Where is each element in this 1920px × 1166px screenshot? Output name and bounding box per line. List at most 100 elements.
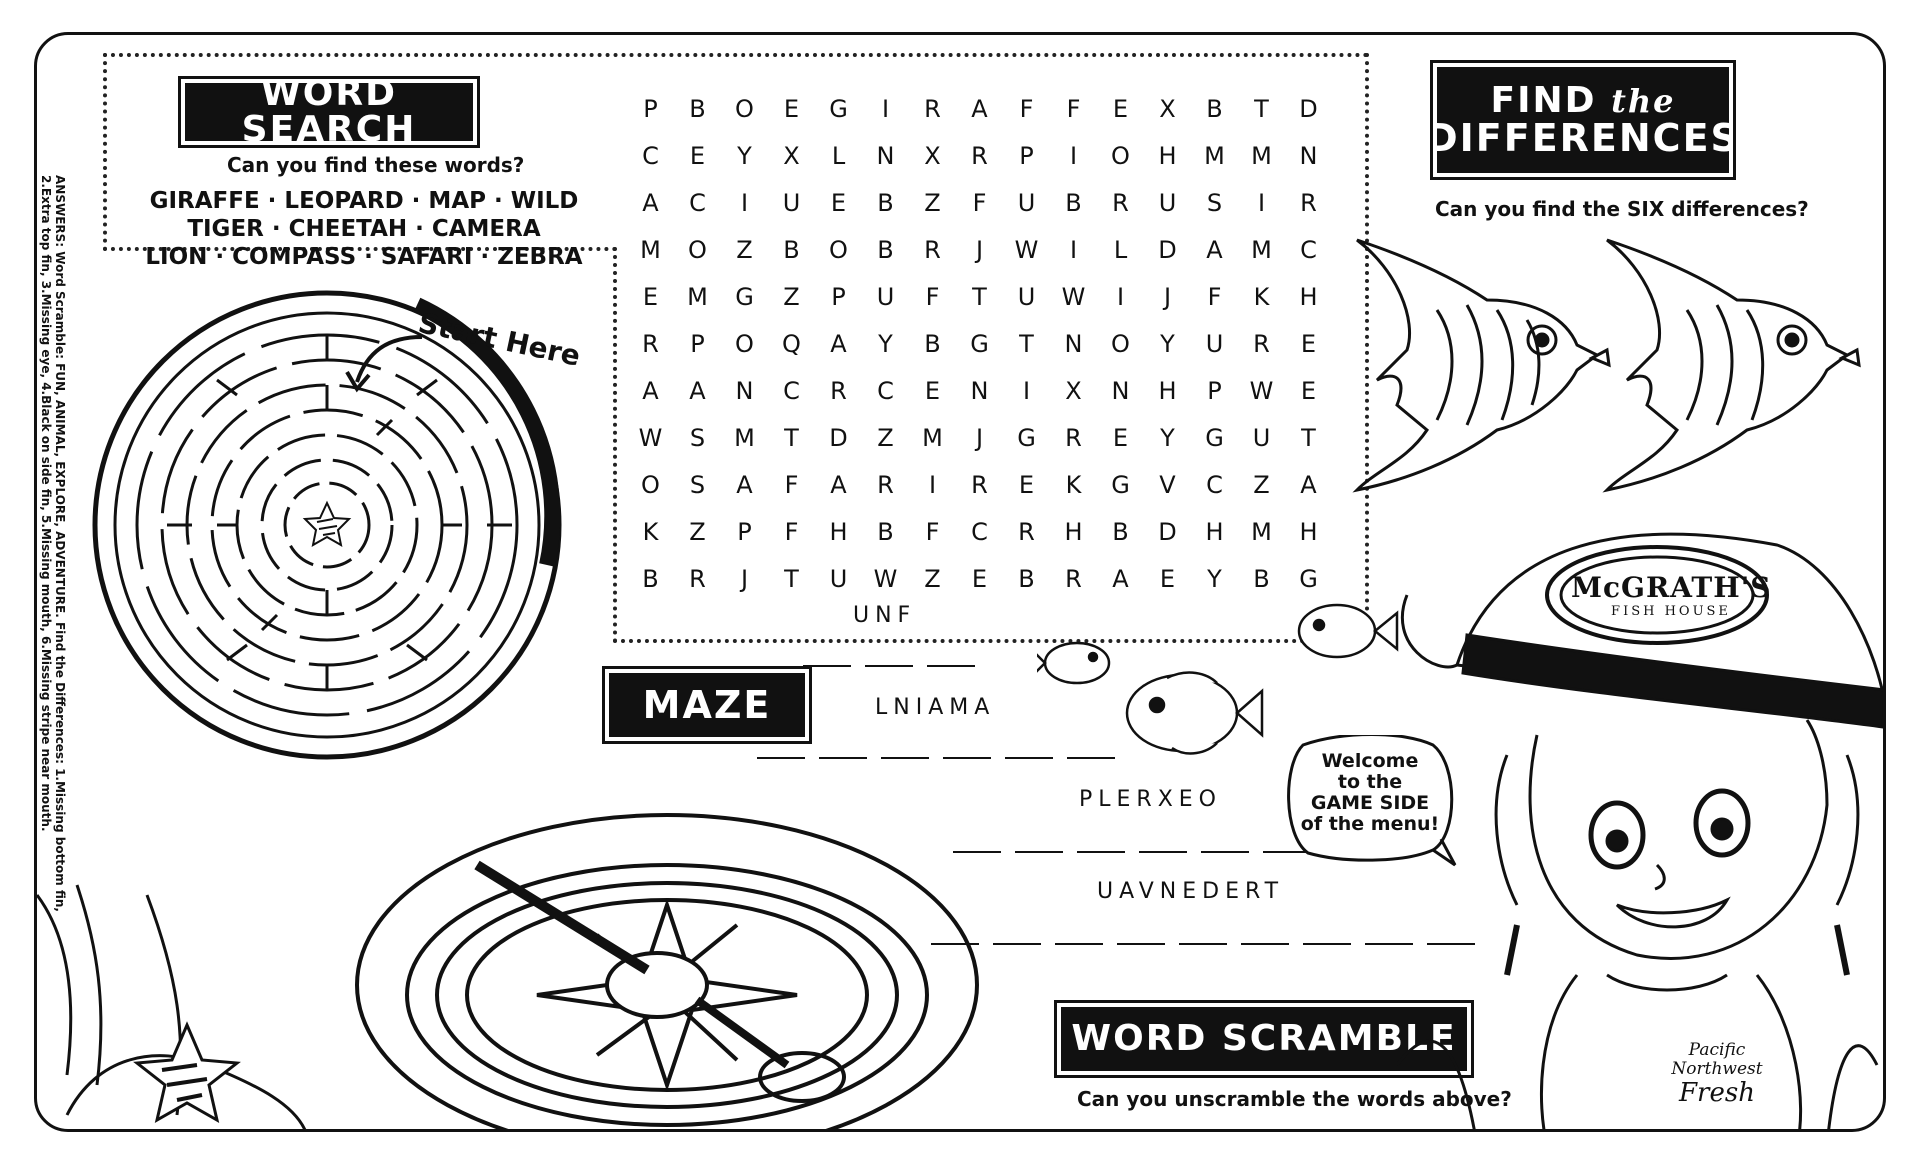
grid-letter[interactable]: F	[784, 470, 799, 499]
grid-letter[interactable]: J	[975, 423, 984, 452]
grid-letter[interactable]: U	[1205, 329, 1224, 358]
grid-letter[interactable]: M	[1251, 141, 1272, 170]
grid-letter[interactable]: T	[784, 564, 799, 593]
grid-letter[interactable]: Z	[689, 517, 706, 546]
grid-letter[interactable]: B	[1065, 188, 1082, 217]
grid-letter[interactable]: O	[735, 94, 754, 123]
grid-letter[interactable]: M	[922, 423, 943, 452]
grid-letter[interactable]: F	[925, 517, 940, 546]
grid-letter[interactable]: H	[1205, 517, 1224, 546]
grid-letter[interactable]: I	[928, 470, 937, 499]
grid-letter[interactable]: R	[1253, 329, 1270, 358]
answer-blank[interactable]	[819, 755, 867, 759]
grid-letter[interactable]: Z	[877, 423, 894, 452]
answer-blank[interactable]	[1067, 755, 1115, 759]
answer-blank[interactable]	[993, 941, 1041, 945]
grid-letter[interactable]: I	[1022, 376, 1031, 405]
grid-letter[interactable]: R	[924, 235, 941, 264]
grid-letter[interactable]: D	[1158, 517, 1177, 546]
grid-letter[interactable]: R	[971, 141, 988, 170]
grid-letter[interactable]: I	[1069, 141, 1078, 170]
grid-letter[interactable]: P	[643, 94, 658, 123]
grid-letter[interactable]: E	[1159, 564, 1176, 593]
grid-letter[interactable]: X	[1065, 376, 1082, 405]
grid-letter[interactable]: N	[1064, 329, 1083, 358]
grid-letter[interactable]: E	[1300, 376, 1317, 405]
grid-letter[interactable]: O	[1111, 141, 1130, 170]
grid-letter[interactable]: I	[1069, 235, 1078, 264]
grid-letter[interactable]: W	[873, 564, 898, 593]
answer-blanks[interactable]	[803, 663, 975, 667]
grid-letter[interactable]: M	[734, 423, 755, 452]
grid-letter[interactable]: J	[1163, 282, 1172, 311]
grid-letter[interactable]: X	[924, 141, 941, 170]
grid-letter[interactable]: W	[1061, 282, 1086, 311]
grid-letter[interactable]: B	[924, 329, 941, 358]
grid-letter[interactable]: R	[877, 470, 894, 499]
grid-letter[interactable]: U	[1017, 282, 1036, 311]
grid-letter[interactable]: C	[971, 517, 988, 546]
grid-letter[interactable]: U	[829, 564, 848, 593]
grid-letter[interactable]: A	[736, 470, 753, 499]
grid-letter[interactable]: X	[783, 141, 800, 170]
grid-letter[interactable]: C	[1300, 235, 1317, 264]
grid-letter[interactable]: F	[784, 517, 799, 546]
grid-letter[interactable]: G	[1299, 564, 1318, 593]
grid-letter[interactable]: S	[1206, 188, 1223, 217]
grid-letter[interactable]: B	[1112, 517, 1129, 546]
grid-letter[interactable]: N	[1299, 141, 1318, 170]
grid-letter[interactable]: T	[1254, 94, 1269, 123]
grid-letter[interactable]: C	[689, 188, 706, 217]
answer-blank[interactable]	[1303, 941, 1351, 945]
grid-letter[interactable]: Y	[1160, 329, 1175, 358]
answer-blank[interactable]	[1179, 941, 1227, 945]
grid-letter[interactable]: J	[740, 564, 749, 593]
grid-letter[interactable]: K	[1253, 282, 1270, 311]
grid-letter[interactable]: C	[1206, 470, 1223, 499]
circular-maze[interactable]	[77, 265, 597, 785]
grid-letter[interactable]: B	[1206, 94, 1223, 123]
answer-blank[interactable]	[757, 755, 805, 759]
grid-letter[interactable]: A	[1112, 564, 1129, 593]
grid-letter[interactable]: U	[782, 188, 801, 217]
grid-letter[interactable]: W	[1249, 376, 1274, 405]
answer-blank[interactable]	[1241, 941, 1289, 945]
grid-letter[interactable]: E	[1300, 329, 1317, 358]
grid-letter[interactable]: O	[1111, 329, 1130, 358]
grid-letter[interactable]: P	[737, 517, 752, 546]
grid-letter[interactable]: O	[735, 329, 754, 358]
grid-letter[interactable]: T	[784, 423, 799, 452]
grid-letter[interactable]: U	[1252, 423, 1271, 452]
grid-letter[interactable]: B	[642, 564, 659, 593]
grid-letter[interactable]: B	[1018, 564, 1035, 593]
grid-letter[interactable]: E	[642, 282, 659, 311]
grid-letter[interactable]: D	[1299, 94, 1318, 123]
grid-letter[interactable]: Q	[782, 329, 801, 358]
grid-letter[interactable]: M	[1251, 235, 1272, 264]
grid-letter[interactable]: I	[1116, 282, 1125, 311]
grid-letter[interactable]: P	[1019, 141, 1034, 170]
grid-letter[interactable]: Y	[737, 141, 752, 170]
grid-letter[interactable]: Y	[1160, 423, 1175, 452]
grid-letter[interactable]: N	[970, 376, 989, 405]
grid-letter[interactable]: R	[1112, 188, 1129, 217]
grid-letter[interactable]: M	[640, 235, 661, 264]
grid-letter[interactable]: O	[688, 235, 707, 264]
grid-letter[interactable]: T	[1019, 329, 1034, 358]
answer-blank[interactable]	[953, 849, 1001, 853]
grid-letter[interactable]: E	[924, 376, 941, 405]
grid-letter[interactable]: P	[1207, 376, 1222, 405]
grid-letter[interactable]: I	[1257, 188, 1266, 217]
grid-letter[interactable]: M	[1251, 517, 1272, 546]
grid-letter[interactable]: G	[829, 94, 848, 123]
grid-letter[interactable]: R	[1065, 564, 1082, 593]
grid-letter[interactable]: Z	[924, 188, 941, 217]
grid-letter[interactable]: G	[735, 282, 754, 311]
grid-letter[interactable]: W	[1014, 235, 1039, 264]
grid-letter[interactable]: E	[783, 94, 800, 123]
grid-letter[interactable]: B	[783, 235, 800, 264]
grid-letter[interactable]: A	[1300, 470, 1317, 499]
grid-letter[interactable]: R	[689, 564, 706, 593]
grid-letter[interactable]: R	[1065, 423, 1082, 452]
answer-blank[interactable]	[1263, 849, 1311, 853]
